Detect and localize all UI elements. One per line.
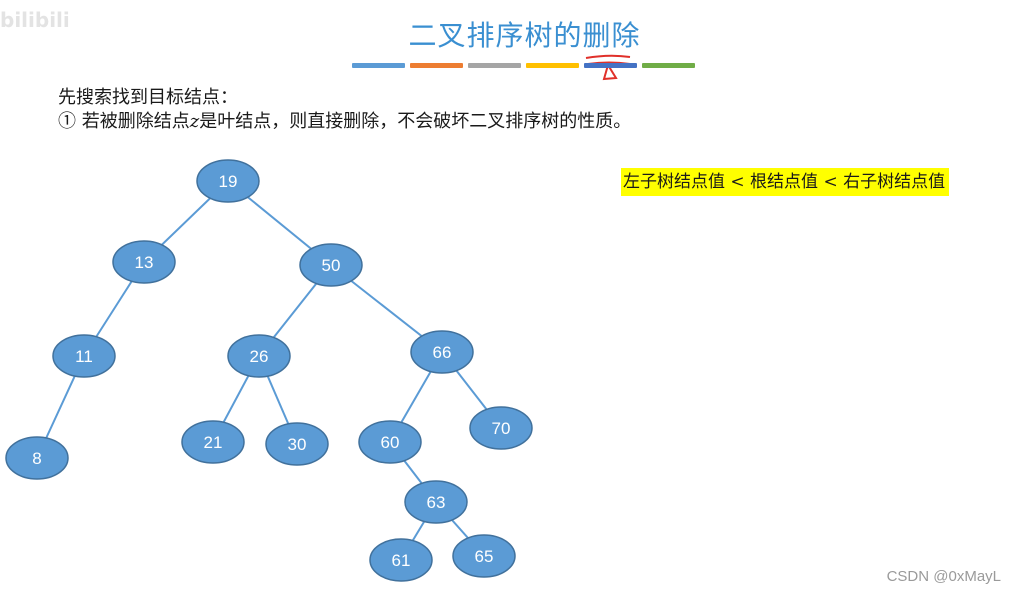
csdn-credit: CSDN @0xMayL [886,568,1001,585]
tree-node-label: 50 [322,256,341,275]
rule-text-prefix: ① 若被删除结点 [58,111,190,132]
tree-node-label: 70 [492,419,511,438]
tree-node-19: 19 [196,159,260,203]
tree-node-21: 21 [181,420,245,464]
tree-node-label: 63 [427,493,446,512]
rule-text-variable: z [189,111,200,132]
tree-node-26: 26 [227,334,291,378]
tree-node-label: 65 [475,547,494,566]
color-bar-segment [468,63,521,68]
bilibili-watermark: bilibili [0,8,70,32]
tree-node-shape [358,420,422,464]
tree-node-shape [5,436,69,480]
tree-node-label: 26 [250,347,269,366]
tree-node-65: 65 [452,534,516,578]
tree-node-13: 13 [112,240,176,284]
tree-node-shape [452,534,516,578]
color-bar-segment [584,63,637,68]
tree-node-shape [299,243,363,287]
tree-node-label: 8 [32,449,41,468]
color-bar-segment [642,63,695,68]
color-bar-segment [410,63,463,68]
tree-node-label: 66 [433,343,452,362]
tree-node-label: 30 [288,435,307,454]
color-bar-segment [526,63,579,68]
tree-node-shape [52,334,116,378]
tree-node-shape [369,538,433,582]
title-color-bar [352,63,695,68]
tree-node-label: 13 [135,253,154,272]
tree-node-61: 61 [369,538,433,582]
tree-node-label: 61 [392,551,411,570]
tree-node-66: 66 [410,330,474,374]
tree-node-shape [112,240,176,284]
tree-node-70: 70 [469,406,533,450]
tree-node-50: 50 [299,243,363,287]
tree-node-shape [181,420,245,464]
tree-node-shape [196,159,260,203]
tree-node-label: 11 [75,347,93,366]
slide-title: 二叉排序树的删除 [408,19,641,52]
rule-text-suffix: 是叶结点，则直接删除，不会破坏二叉排序树的性质。 [199,111,632,132]
tree-node-label: 60 [381,433,400,452]
tree-node-shape [404,480,468,524]
tree-node-11: 11 [52,334,116,378]
rule-text: ① 若被删除结点z是叶结点，则直接删除，不会破坏二叉排序树的性质。 [58,107,631,133]
tree-node-30: 30 [265,422,329,466]
tree-node-label: 21 [204,433,223,452]
color-bar-segment [352,63,405,68]
tree-node-8: 8 [5,436,69,480]
tree-node-shape [410,330,474,374]
tree-node-label: 19 [219,172,238,191]
tree-node-shape [469,406,533,450]
tree-node-60: 60 [358,420,422,464]
bst-property-note: 左子树结点值 < 根结点值 < 右子树结点值 [621,168,950,196]
intro-text: 先搜索找到目标结点： [58,87,238,108]
tree-node-shape [265,422,329,466]
tree-node-63: 63 [404,480,468,524]
tree-node-shape [227,334,291,378]
